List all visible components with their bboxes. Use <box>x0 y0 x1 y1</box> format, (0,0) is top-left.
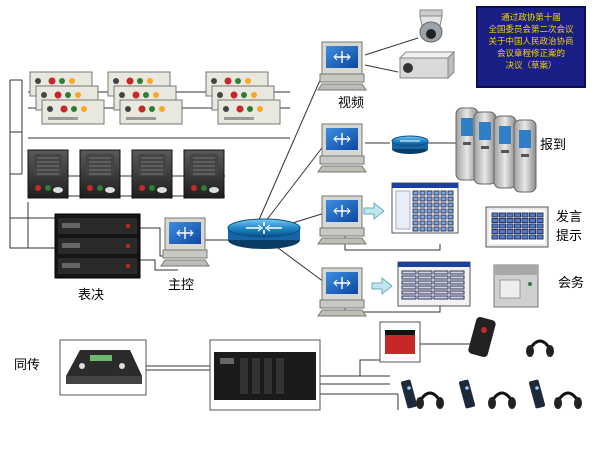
affairs-software-window <box>397 261 471 307</box>
label-interpretation: 同传 <box>14 358 41 373</box>
banner-line: 通过政协第十届 <box>501 13 561 23</box>
banner-line: 决议（草案） <box>505 61 557 71</box>
label-prompt: 提示 <box>556 229 583 244</box>
voting-panel <box>217 99 281 125</box>
voting-panel <box>41 99 105 125</box>
checkin-kiosk <box>513 119 537 193</box>
speaker-units <box>27 149 225 199</box>
delegate-unit <box>79 149 121 199</box>
interpretation-main-unit <box>209 339 321 411</box>
voting-panel <box>119 99 183 125</box>
banner-line: 全国委员会第二次会议 <box>488 25 574 35</box>
computer-speech <box>317 195 367 245</box>
small-receivers <box>400 379 546 409</box>
ir-receiver <box>468 316 496 358</box>
headsets <box>416 339 582 409</box>
interpreter-console <box>59 339 147 396</box>
ptz-camera <box>398 50 456 80</box>
headset <box>554 391 582 409</box>
ir-emitter-panel <box>379 321 421 363</box>
network-switch <box>227 218 301 249</box>
checkin-switch <box>391 135 429 154</box>
pocket-receiver <box>400 379 418 409</box>
checkin-kiosk <box>473 111 497 185</box>
voting-panels <box>29 71 281 125</box>
vote-control-rack <box>54 213 141 279</box>
resolution-banner: 通过政协第十届 全国委员会第二次会议 关于中国人民政治协商 会议章程修正案的 决… <box>476 6 586 88</box>
computer-video <box>317 41 367 91</box>
delegate-unit <box>27 149 69 199</box>
computer-affairs <box>317 267 367 317</box>
label-speech: 发言 <box>556 210 583 225</box>
checkin-software-window <box>391 182 459 234</box>
headset <box>416 391 444 409</box>
delegate-unit <box>183 149 225 199</box>
pocket-receiver <box>528 379 546 409</box>
pocket-receiver <box>458 379 476 409</box>
flow-arrows <box>363 201 393 296</box>
computer-master <box>160 217 210 267</box>
speech-prompt-screen <box>485 206 549 248</box>
label-vote: 表决 <box>78 288 105 303</box>
dome-camera <box>419 9 443 43</box>
label-master: 主控 <box>168 278 195 293</box>
computer-checkin <box>317 123 367 173</box>
banner-line: 关于中国人民政治协商 <box>488 37 574 47</box>
affairs-printer <box>493 264 539 308</box>
headset <box>526 339 554 357</box>
banner-line: 会议章程修正案的 <box>496 49 565 59</box>
headset <box>488 391 516 409</box>
label-video: 视频 <box>338 96 365 111</box>
checkin-kiosk <box>493 115 517 189</box>
label-checkin: 报到 <box>540 138 567 153</box>
checkin-kiosks <box>455 107 537 193</box>
label-affairs: 会务 <box>558 276 585 291</box>
delegate-unit <box>131 149 173 199</box>
